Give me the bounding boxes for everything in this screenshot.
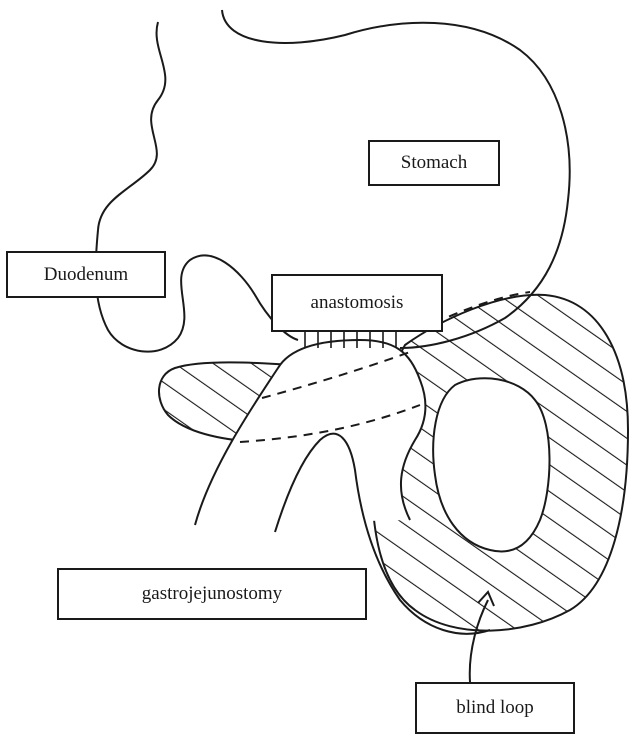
blind-loop-label: blind loop bbox=[415, 682, 575, 734]
duodenum-outline bbox=[96, 22, 298, 352]
duodenum-label: Duodenum bbox=[6, 251, 166, 298]
anastomosis-label: anastomosis bbox=[271, 274, 443, 332]
gastrojejunostomy-label: gastrojejunostomy bbox=[57, 568, 367, 620]
stomach-label: Stomach bbox=[368, 140, 500, 186]
blind-loop-shape bbox=[372, 295, 628, 631]
